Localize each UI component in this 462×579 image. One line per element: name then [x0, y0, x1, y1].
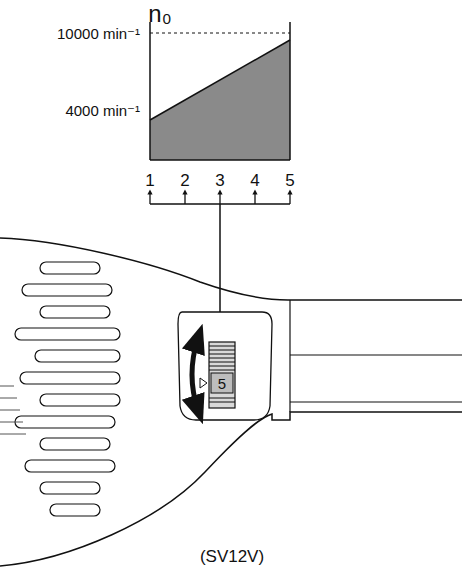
housing-seam — [289, 300, 290, 412]
vent-slot — [15, 416, 115, 428]
right-axis — [289, 22, 291, 160]
vent-slot — [20, 372, 120, 384]
vent-slot — [22, 284, 112, 296]
vent-slot — [40, 482, 100, 494]
vent-slot — [35, 350, 120, 362]
vent-slots — [0, 262, 120, 516]
speed-area — [150, 40, 290, 160]
max-speed-line — [150, 33, 290, 34]
wheel-rib — [209, 358, 235, 359]
vent-slot — [50, 504, 100, 516]
bracket-arrow — [149, 192, 150, 204]
bracket-arrow — [184, 192, 185, 204]
speed-wheel — [209, 342, 235, 408]
model-label: (SV12V) — [200, 548, 264, 565]
wheel-rib — [209, 402, 235, 403]
wheel-rib — [209, 346, 235, 347]
housing-outline — [0, 238, 462, 300]
rotation-arrow — [192, 338, 198, 410]
vent-slot — [40, 306, 110, 318]
dial-recess — [178, 312, 272, 420]
wheel-rib — [209, 362, 235, 363]
vent-slot — [15, 328, 120, 340]
x-axis — [150, 159, 290, 161]
wheel-rib — [209, 354, 235, 355]
bracket-arrow — [289, 192, 290, 204]
bracket-arrow — [254, 192, 255, 204]
axis-tick: 5 — [285, 172, 294, 189]
wheel-window — [211, 373, 233, 393]
axis-value: 4000 min⁻¹ — [65, 103, 140, 118]
cord-line — [0, 434, 26, 435]
axis-tick: 2 — [180, 172, 189, 189]
y-axis — [149, 22, 151, 160]
cord-line — [0, 410, 20, 411]
speed-line — [150, 40, 290, 120]
wheel-ribs — [209, 346, 235, 402]
wheel-rib — [209, 366, 235, 367]
vent-slot — [40, 394, 120, 406]
cord-line — [0, 398, 17, 399]
wheel-rib — [209, 398, 235, 399]
bracket-arrows — [150, 192, 290, 204]
index-mark — [200, 378, 207, 388]
axis-title: n₀ — [148, 2, 171, 26]
vent-slot — [40, 438, 110, 450]
housing-outline — [0, 412, 462, 566]
bracket-arrow — [219, 192, 220, 204]
axis-tick: 4 — [250, 172, 259, 189]
dial-setting: 5 — [218, 376, 226, 391]
cord-line — [0, 386, 14, 387]
wheel-rib — [209, 370, 235, 371]
axis-value: 10000 min⁻¹ — [57, 26, 140, 41]
cord-line — [0, 422, 23, 423]
vent-slot — [40, 262, 100, 274]
wheel-rib — [209, 350, 235, 351]
axis-tick: 1 — [145, 172, 154, 189]
housing-line — [290, 401, 462, 402]
axis-tick: 3 — [215, 172, 224, 189]
vent-slot — [25, 460, 115, 472]
housing-line — [290, 354, 462, 355]
